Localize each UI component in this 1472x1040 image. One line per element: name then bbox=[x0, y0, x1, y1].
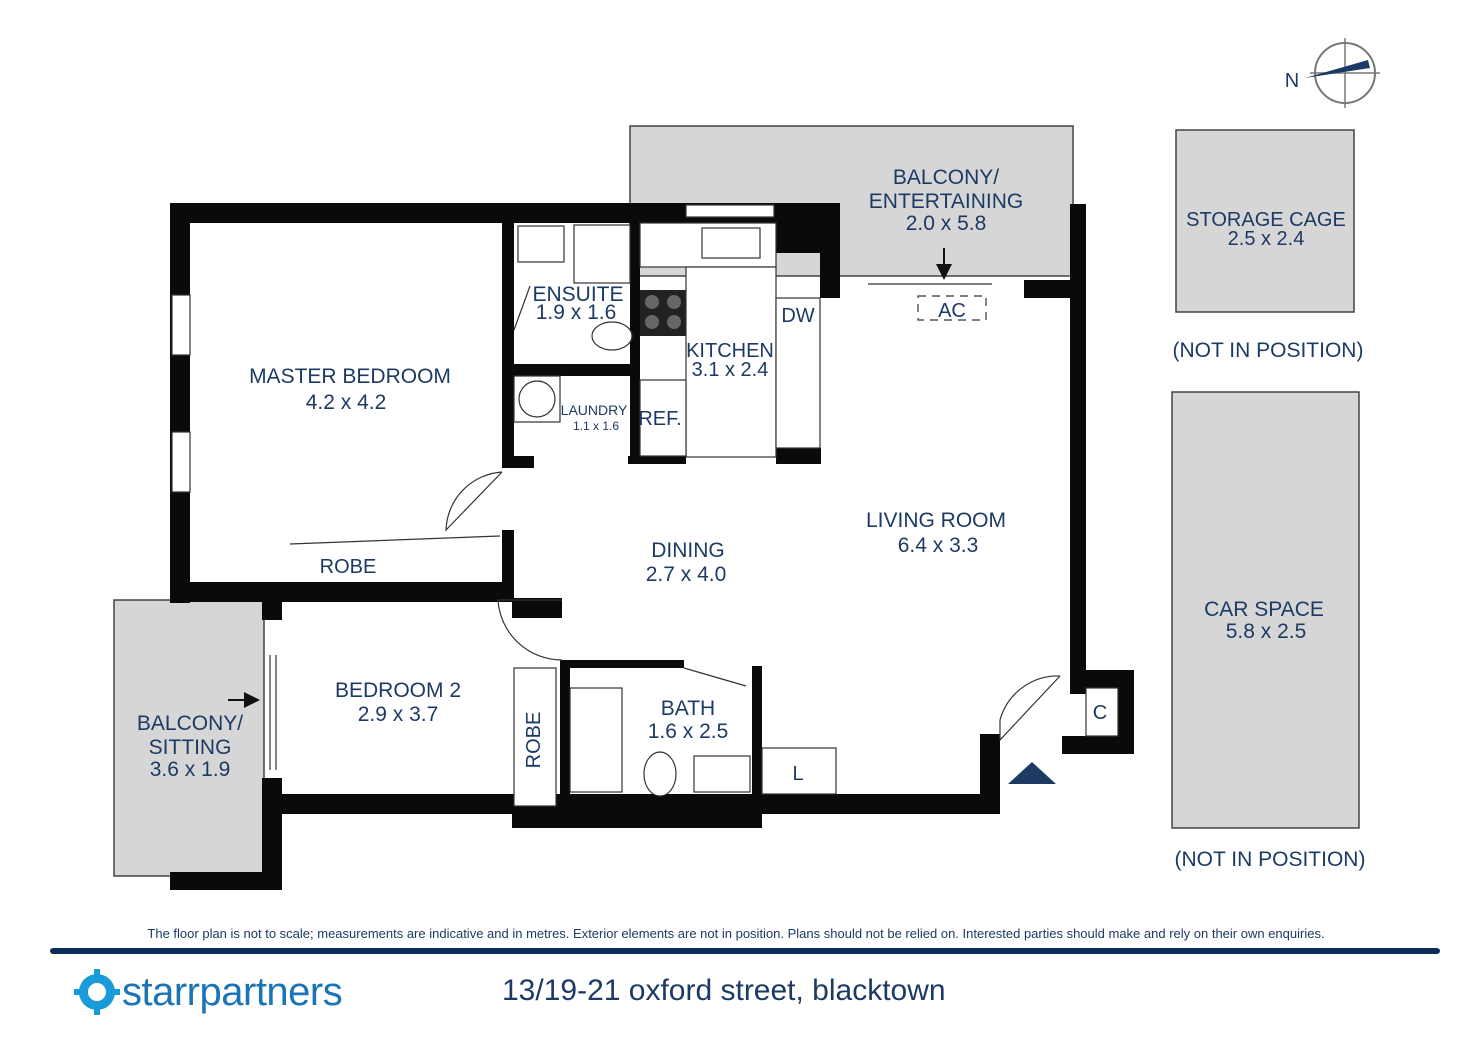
bath-shower-icon bbox=[569, 687, 623, 793]
brand-logo: starrpartners bbox=[72, 962, 343, 1022]
laundry-size: 1.1 x 1.6 bbox=[573, 419, 619, 433]
balcony-sitting-area bbox=[113, 599, 265, 877]
fixtures bbox=[513, 222, 1119, 807]
windows bbox=[171, 204, 775, 493]
dining-label: DINING bbox=[651, 539, 725, 562]
compass-north-label: N bbox=[1285, 70, 1299, 92]
starr-star-icon bbox=[74, 969, 120, 1015]
dw-label: DW bbox=[781, 305, 814, 327]
bath-sink-icon bbox=[693, 755, 751, 793]
kitchen-sink-icon bbox=[701, 227, 761, 259]
bath-label: BATH bbox=[661, 697, 715, 720]
ensuite-toilet-icon bbox=[591, 321, 633, 351]
floor-plan: N bbox=[113, 38, 1380, 890]
dining-size: 2.7 x 4.0 bbox=[646, 563, 727, 586]
compass: N bbox=[1285, 38, 1380, 108]
robe-bedroom2 bbox=[513, 667, 557, 807]
robe-bedroom2-label: ROBE bbox=[523, 712, 545, 769]
ref-label: REF. bbox=[638, 408, 681, 430]
storage-cage-area bbox=[1175, 129, 1355, 313]
footer-divider bbox=[50, 948, 1440, 954]
brand-name: starrpartners bbox=[122, 969, 343, 1014]
bath-toilet-icon bbox=[643, 751, 677, 797]
balcony-entertaining-label2: ENTERTAINING bbox=[869, 190, 1023, 213]
kitchen-size: 3.1 x 2.4 bbox=[692, 359, 769, 381]
car-space-label: CAR SPACE bbox=[1204, 598, 1324, 621]
ensuite-shower-icon bbox=[573, 224, 631, 284]
sitting-door-arrow-icon bbox=[244, 692, 260, 708]
robe-master-label: ROBE bbox=[320, 556, 377, 578]
linen-label: L bbox=[792, 763, 803, 785]
disclaimer-text: The floor plan is not to scale; measurem… bbox=[147, 926, 1325, 941]
dishwasher-bench bbox=[775, 297, 821, 449]
storage-cage-label: STORAGE CAGE bbox=[1186, 209, 1346, 231]
balcony-sitting-label1: BALCONY/ bbox=[137, 712, 243, 735]
property-address: 13/19-21 oxford street, blacktown bbox=[502, 974, 946, 1007]
bedroom2-label: BEDROOM 2 bbox=[335, 679, 461, 702]
balcony-entertaining-size: 2.0 x 5.8 bbox=[906, 212, 987, 235]
ac-unit-icon bbox=[917, 295, 987, 321]
ensuite-label: ENSUITE bbox=[532, 283, 623, 306]
storage-cage-size: 2.5 x 2.4 bbox=[1228, 228, 1305, 250]
master-bedroom-size: 4.2 x 4.2 bbox=[306, 391, 387, 414]
car-space-size: 5.8 x 2.5 bbox=[1226, 620, 1307, 643]
balcony-door-arrow-icon bbox=[936, 264, 952, 280]
kitchen-label: KITCHEN bbox=[686, 340, 774, 362]
car-space-note: (NOT IN POSITION) bbox=[1175, 848, 1366, 871]
bath-size: 1.6 x 2.5 bbox=[648, 720, 729, 743]
storage-cage-note: (NOT IN POSITION) bbox=[1173, 339, 1364, 362]
balcony-sitting-size: 3.6 x 1.9 bbox=[150, 758, 231, 781]
compass-needle-icon bbox=[1305, 60, 1370, 78]
cupboard-label: C bbox=[1093, 702, 1107, 724]
balcony-sitting-label2: SITTING bbox=[149, 736, 232, 759]
living-room-size: 6.4 x 3.3 bbox=[898, 534, 979, 557]
doors bbox=[269, 285, 1061, 770]
cupboard-c bbox=[1085, 687, 1119, 737]
bedroom2-size: 2.9 x 3.7 bbox=[358, 703, 439, 726]
linen-cupboard bbox=[761, 747, 837, 795]
entry-arrow-icon bbox=[1008, 762, 1056, 784]
cooktop-icon bbox=[640, 290, 686, 336]
ensuite-size: 1.9 x 1.6 bbox=[536, 301, 617, 324]
living-room-label: LIVING ROOM bbox=[866, 509, 1006, 532]
car-space-area bbox=[1171, 391, 1360, 829]
walls bbox=[170, 203, 1134, 890]
laundry-label: LAUNDRY bbox=[561, 402, 628, 418]
fridge-space bbox=[639, 379, 687, 457]
balcony-entertaining-label1: BALCONY/ bbox=[893, 166, 999, 189]
ac-label: AC bbox=[938, 300, 966, 322]
ensuite-sink-icon bbox=[517, 225, 565, 263]
master-bedroom-label: MASTER BEDROOM bbox=[249, 365, 451, 388]
